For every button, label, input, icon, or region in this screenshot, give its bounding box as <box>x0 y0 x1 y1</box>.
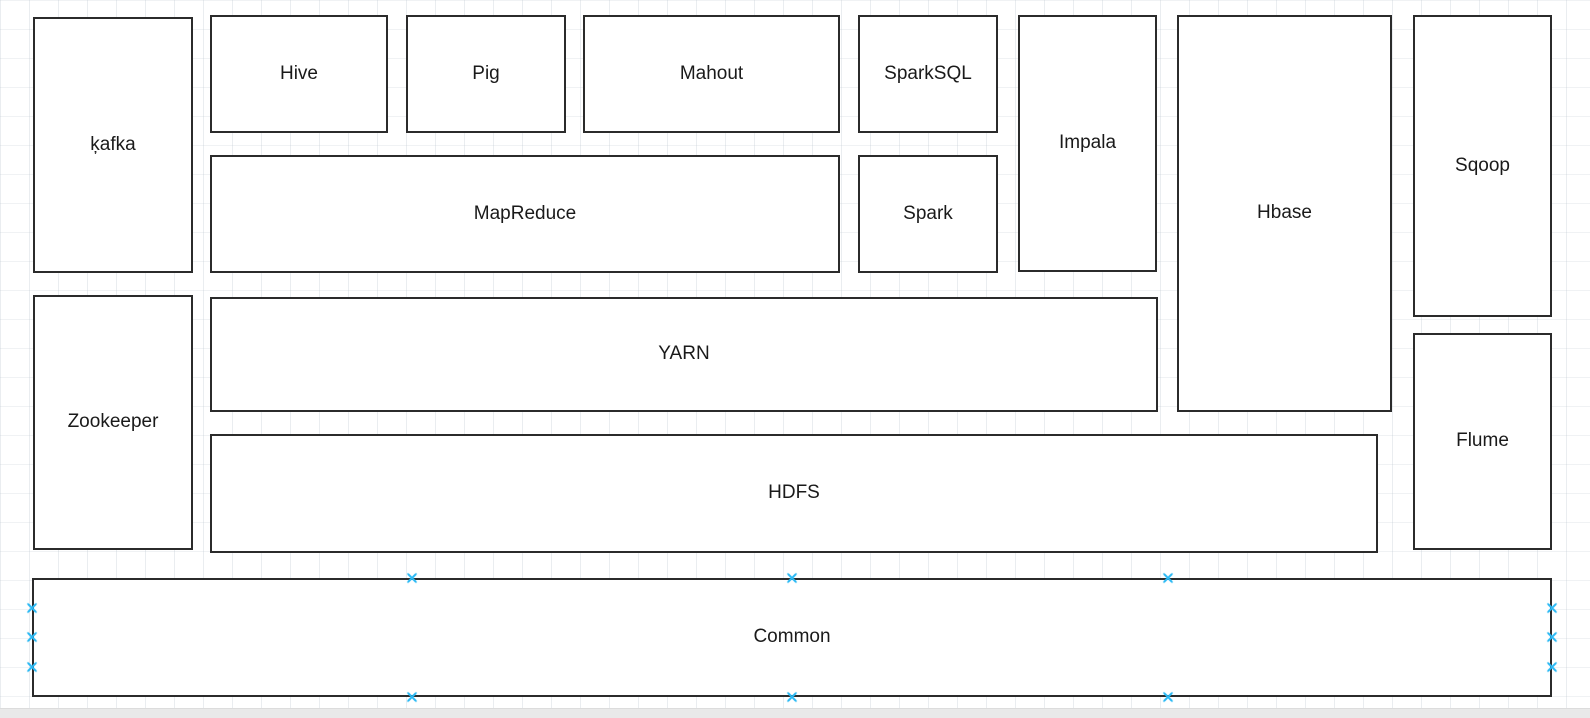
node-mapreduce-label: MapReduce <box>473 202 577 224</box>
node-spark-label: Spark <box>903 202 953 224</box>
node-hive[interactable]: Hive <box>210 15 388 133</box>
node-impala-label: Impala <box>1058 132 1117 154</box>
connection-point-icon[interactable] <box>1161 571 1175 585</box>
node-mahout[interactable]: Mahout <box>583 15 840 133</box>
node-sparksql-label: SparkSQL <box>884 62 972 84</box>
connection-point-icon[interactable] <box>405 690 419 704</box>
node-sqoop-label: Sqoop <box>1455 154 1510 176</box>
node-hdfs-label: HDFS <box>768 482 820 504</box>
node-hbase-label: Hbase <box>1257 202 1312 224</box>
node-flume-label: Flume <box>1456 430 1509 452</box>
connection-point-icon[interactable] <box>785 690 799 704</box>
connection-point-icon[interactable] <box>25 601 39 615</box>
node-yarn-label: YARN <box>658 343 710 365</box>
connection-point-icon[interactable] <box>785 571 799 585</box>
node-mahout-label: Mahout <box>679 62 744 84</box>
node-sparksql[interactable]: SparkSQL <box>858 15 998 133</box>
connection-point-icon[interactable] <box>1161 690 1175 704</box>
connection-point-icon[interactable] <box>25 630 39 644</box>
canvas-edge-strip <box>0 708 1590 718</box>
node-zookeeper[interactable]: Zookeeper <box>33 295 193 550</box>
connection-point-icon[interactable] <box>25 660 39 674</box>
node-flume[interactable]: Flume <box>1413 333 1552 550</box>
node-spark[interactable]: Spark <box>858 155 998 273</box>
node-kafka-label: ķafka <box>90 133 136 155</box>
node-yarn[interactable]: YARN <box>210 297 1158 412</box>
node-common-label: Common <box>753 626 831 648</box>
node-hdfs[interactable]: HDFS <box>210 434 1378 553</box>
node-pig-label: Pig <box>472 62 500 84</box>
node-hbase[interactable]: Hbase <box>1177 15 1392 412</box>
node-mapreduce[interactable]: MapReduce <box>210 155 840 273</box>
node-sqoop[interactable]: Sqoop <box>1413 15 1552 317</box>
connection-point-icon[interactable] <box>1545 660 1559 674</box>
node-hive-label: Hive <box>279 62 318 84</box>
node-impala[interactable]: Impala <box>1018 15 1157 272</box>
node-kafka[interactable]: ķafka <box>33 17 193 273</box>
node-common[interactable]: Common <box>32 578 1552 697</box>
node-pig[interactable]: Pig <box>406 15 566 133</box>
connection-point-icon[interactable] <box>1545 601 1559 615</box>
connection-point-icon[interactable] <box>1545 630 1559 644</box>
connection-point-icon[interactable] <box>405 571 419 585</box>
node-zookeeper-label: Zookeeper <box>67 411 159 433</box>
